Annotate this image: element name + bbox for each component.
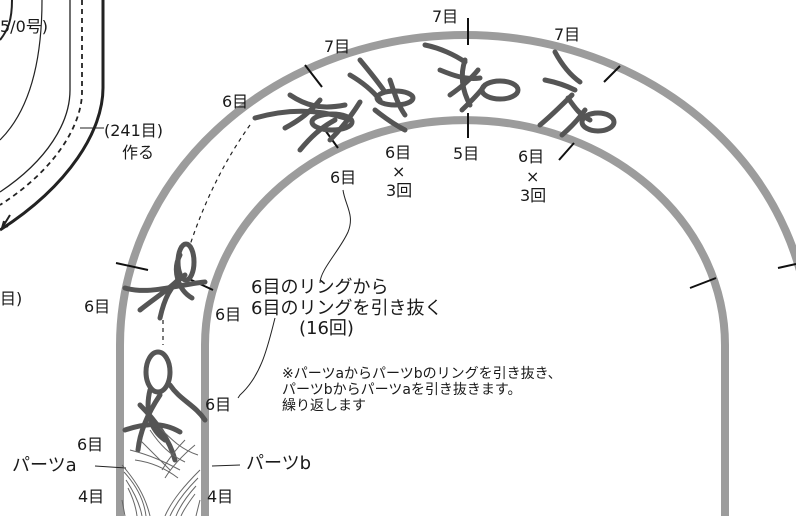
previous-part-outline	[0, 0, 105, 232]
part-a-strands	[121, 464, 201, 517]
arch-inner-edge	[201, 116, 729, 516]
label-6-stitch-inner: 6目	[330, 168, 357, 187]
instruction-line-1: 6目のリングから	[251, 277, 389, 298]
label-count-241: (241目)	[104, 121, 164, 140]
label-6-stitch-left-outer: 6目	[84, 297, 111, 316]
label-4-stitch-left: 4目	[78, 487, 105, 506]
section-ticks	[115, 18, 796, 291]
connection-dash	[189, 124, 251, 246]
instruction-line-2: 6目のリングを引き抜く	[251, 297, 443, 319]
label-make: 作る	[122, 143, 155, 162]
label-7-stitch-center: 7目	[432, 7, 459, 26]
label-3-times-center: 3回	[386, 181, 413, 200]
instruction-line-3: (16回)	[299, 318, 354, 340]
arch-band	[116, 31, 796, 516]
note-block: ※パーツaからパーツbのリングを引き抜き、 パーツbからパーツaを引き抜きます。…	[282, 366, 562, 414]
label-5-stitch: 5目	[453, 144, 480, 163]
label-part-b: パーツb	[246, 453, 312, 474]
label-3-times-right: 3回	[520, 186, 547, 205]
label-6-stitch-upper-left: 6目	[222, 92, 249, 111]
label-6-stitch-center-rep: 6目	[385, 143, 412, 162]
label-6-stitch-lower-outer: 6目	[77, 435, 104, 454]
label-times-center: ×	[392, 162, 406, 181]
label-6-stitch-right-rep: 6目	[518, 147, 545, 166]
label-7-stitch-right: 7目	[554, 25, 581, 44]
label-left-partial: 目)	[0, 289, 23, 308]
label-part-a: パーツa	[12, 455, 77, 476]
instruction-block: 6目のリングから 6目のリングを引き抜く (16回)	[251, 277, 443, 340]
label-times-right: ×	[526, 167, 540, 186]
note-line-2: パーツbからパーツaを引き抜きます。	[282, 382, 522, 399]
label-top-left-partial: 5/0号)	[0, 17, 48, 36]
ring-stitches	[122, 42, 617, 463]
arch-outer-edge	[116, 31, 796, 516]
note-line-3: 繰り返します	[282, 398, 366, 415]
label-7-stitch-left: 7目	[324, 37, 351, 56]
label-4-stitch-right: 4目	[207, 487, 234, 506]
note-line-1: ※パーツaからパーツbのリングを引き抜き、	[282, 366, 562, 382]
part-fan-lines	[129, 427, 199, 479]
label-6-stitch-lower-inner: 6目	[205, 395, 232, 414]
leader-lines	[94, 189, 351, 469]
label-6-stitch-left-inner: 6目	[215, 305, 242, 324]
